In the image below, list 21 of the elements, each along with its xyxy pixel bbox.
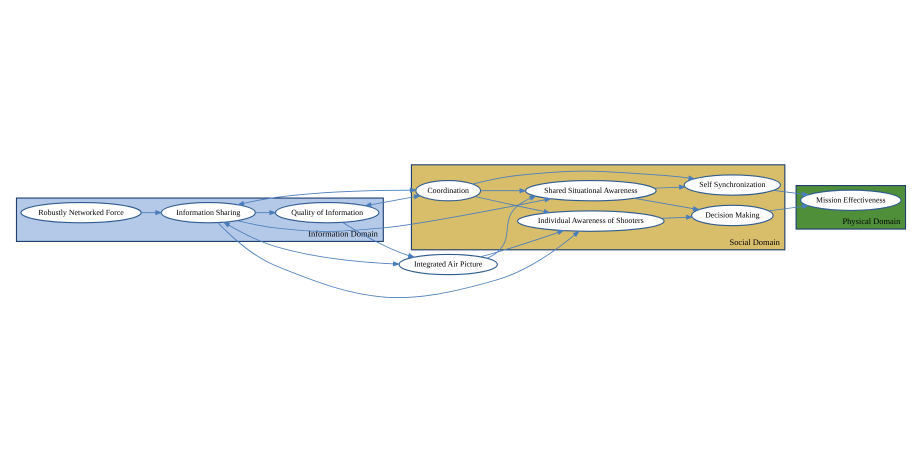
node-ellipse: Coordination xyxy=(415,179,482,201)
arrow xyxy=(480,230,565,257)
arrow xyxy=(222,221,400,266)
arrow xyxy=(474,196,551,214)
arrow xyxy=(254,210,277,215)
arrow xyxy=(660,214,694,220)
arrow xyxy=(486,195,537,258)
arrow xyxy=(768,203,810,211)
arrow xyxy=(773,189,810,196)
arrow xyxy=(472,170,696,184)
arrow xyxy=(217,222,580,298)
arrow xyxy=(236,196,552,232)
node-ellipse: Individual Awareness of Shooters xyxy=(517,210,665,232)
arrow xyxy=(342,222,416,258)
arrow xyxy=(480,188,527,193)
arrow xyxy=(140,210,163,215)
arrow xyxy=(236,187,418,206)
node-ellipse: Robustly Networked Force xyxy=(20,201,142,223)
arrow xyxy=(634,197,700,211)
arrow xyxy=(654,184,686,190)
arrow xyxy=(364,194,422,207)
